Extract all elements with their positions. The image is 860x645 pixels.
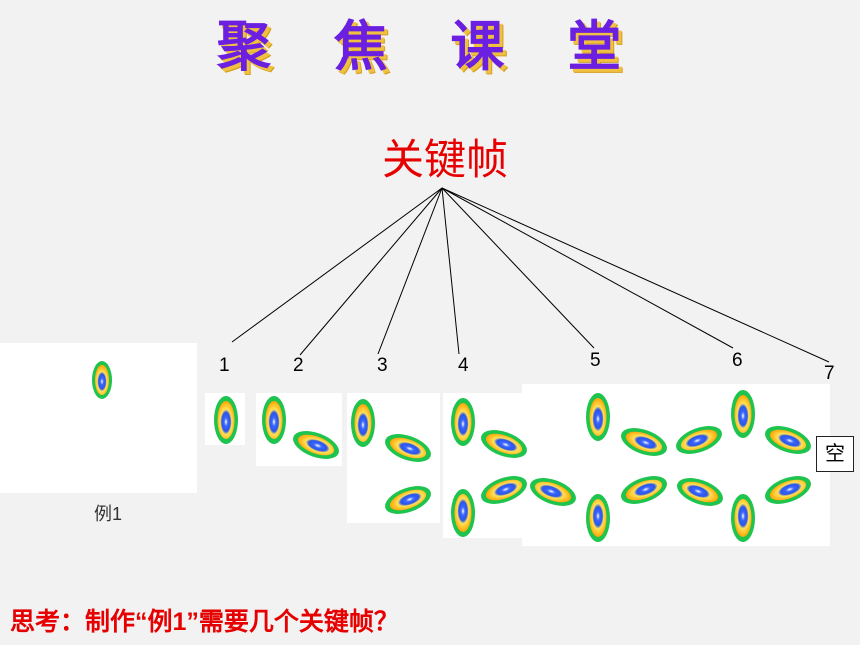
connector-line-5 bbox=[441, 187, 595, 349]
frame-number-3: 3 bbox=[377, 355, 388, 376]
connector-line-2 bbox=[299, 187, 443, 356]
keyframe-heading: 关键帧 bbox=[381, 135, 508, 184]
feather-frame5-d bbox=[586, 494, 610, 542]
feather-frame3-c bbox=[385, 486, 431, 514]
feather-frame6-e bbox=[677, 478, 723, 506]
feather-frame2-b bbox=[293, 431, 339, 459]
feather-frame3-a bbox=[351, 399, 375, 447]
page-title: 聚 焦 课 堂 bbox=[216, 15, 644, 78]
feather-frame6-a bbox=[731, 390, 755, 438]
feather-frame5-b bbox=[621, 428, 667, 456]
frame-number-5: 5 bbox=[590, 350, 601, 371]
feather-frame6-d bbox=[731, 494, 755, 542]
empty-frame-box: 空 bbox=[816, 436, 854, 472]
feather-frame6-c bbox=[765, 476, 811, 504]
connector-line-7 bbox=[441, 187, 830, 363]
connector-line-4 bbox=[441, 187, 460, 355]
feather-frame1 bbox=[214, 396, 238, 444]
feather-frame6-f bbox=[676, 426, 722, 454]
feather-frame5-e bbox=[530, 478, 576, 506]
feather-frame4-c bbox=[481, 476, 527, 504]
frame-number-7: 7 bbox=[824, 363, 835, 384]
feather-frame6-b bbox=[765, 426, 811, 454]
connector-line-3 bbox=[377, 187, 443, 355]
frame-panel-5-6 bbox=[522, 384, 830, 546]
example-feather bbox=[92, 361, 112, 399]
connector-line-6 bbox=[441, 187, 734, 349]
feather-frame2-a bbox=[262, 396, 286, 444]
feather-frame4-a bbox=[451, 398, 475, 446]
question-text: 思考：制作“例1”需要几个关键帧？ bbox=[10, 608, 399, 636]
connector-line-1 bbox=[231, 187, 443, 343]
feather-frame4-b bbox=[481, 430, 527, 458]
example-caption: 例1 bbox=[94, 504, 123, 524]
frame-number-6: 6 bbox=[732, 350, 743, 371]
feather-frame5-c bbox=[621, 476, 667, 504]
feather-frame4-d bbox=[451, 489, 475, 537]
feather-frame5-a bbox=[586, 393, 610, 441]
frame-number-1: 1 bbox=[219, 355, 230, 376]
feather-frame3-b bbox=[385, 434, 431, 462]
frame-number-2: 2 bbox=[293, 355, 304, 376]
frame-number-4: 4 bbox=[458, 355, 469, 376]
